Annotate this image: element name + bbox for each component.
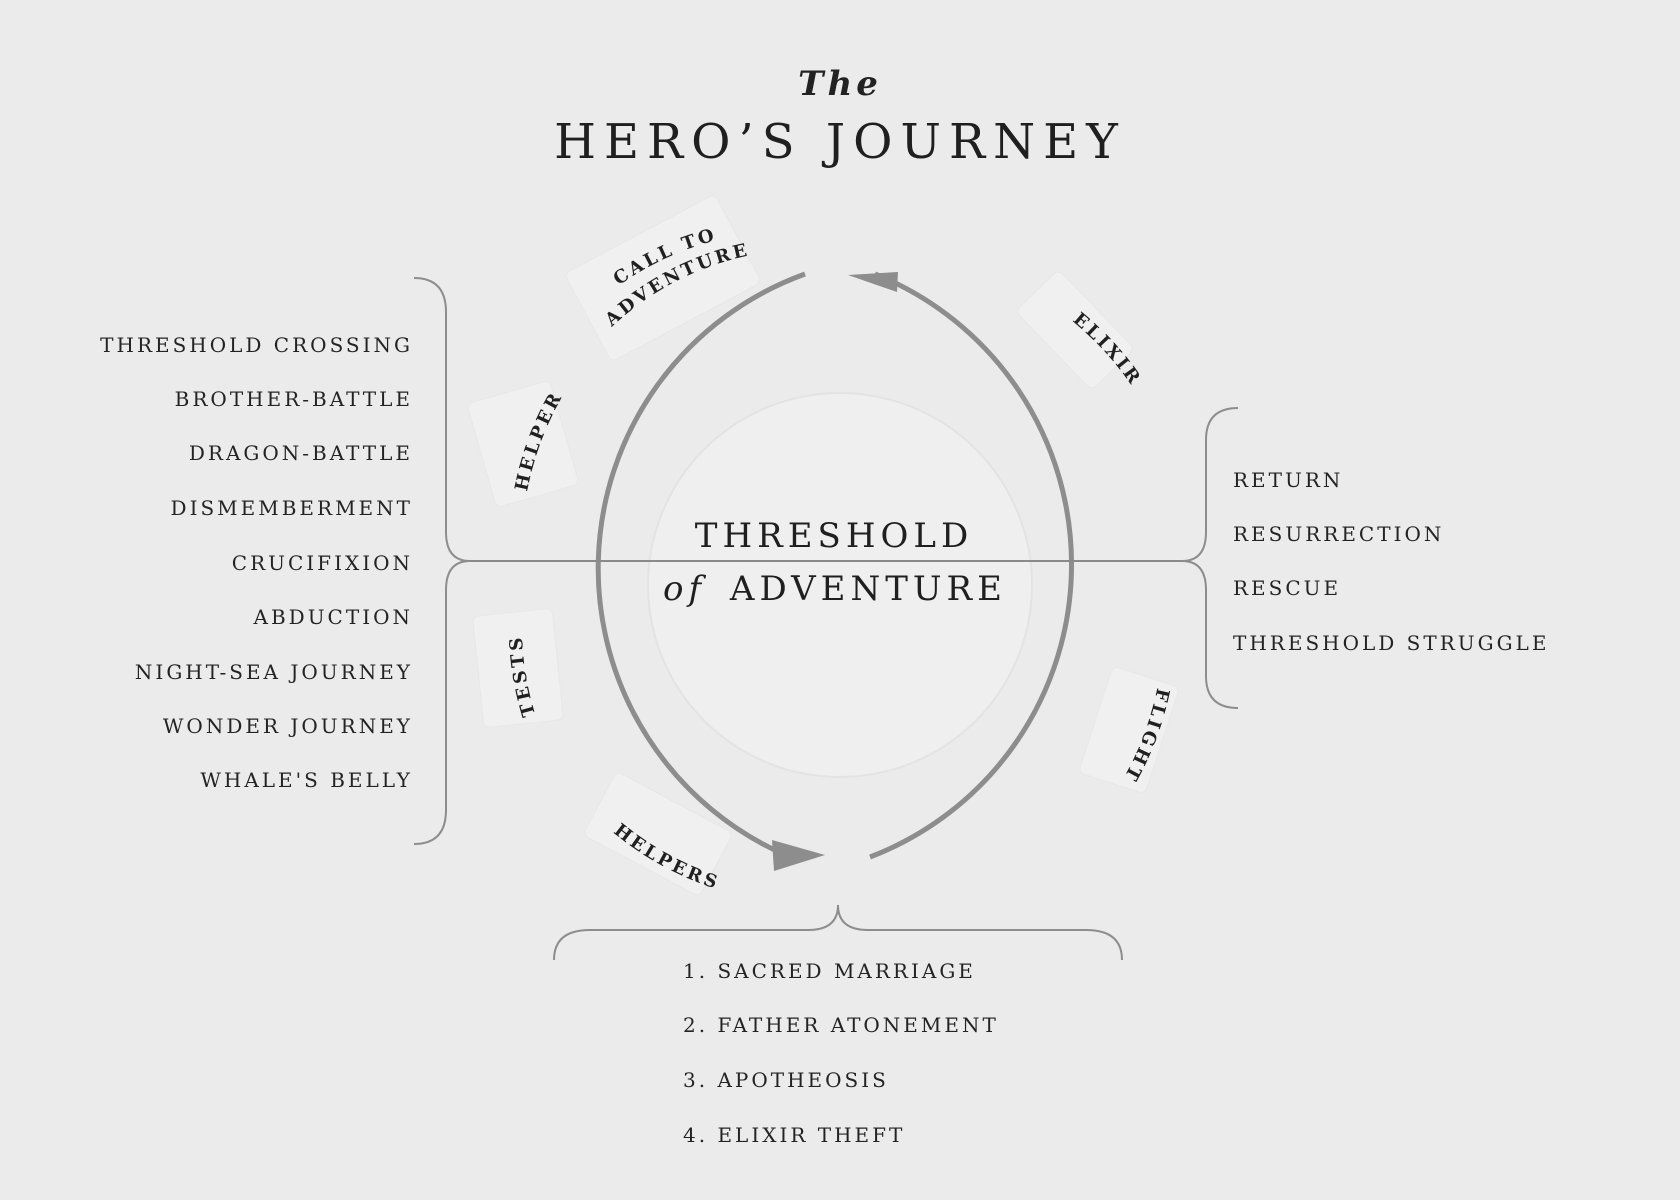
title-group: The HERO’S JOURNEY bbox=[554, 64, 1126, 170]
right-item-0: RETURN bbox=[1233, 468, 1343, 492]
left-item-3: DISMEMBERMENT bbox=[171, 496, 413, 520]
right-item-3: THRESHOLD STRUGGLE bbox=[1233, 631, 1549, 655]
threshold-inner-circle bbox=[647, 392, 1033, 778]
right-item-1: RESURRECTION bbox=[1233, 522, 1444, 546]
arrow-top-right bbox=[848, 272, 898, 292]
bottom-item-0: 1. SACRED MARRIAGE bbox=[683, 959, 976, 983]
left-item-8: WHALE'S BELLY bbox=[200, 768, 413, 792]
journey-circle-right-arc bbox=[869, 271, 1074, 860]
bottom-item-3: 4. ELIXIR THEFT bbox=[683, 1123, 905, 1147]
left-item-6: NIGHT-SEA JOURNEY bbox=[135, 660, 413, 684]
center-threshold: THRESHOLD bbox=[695, 516, 973, 556]
left-list-group: THRESHOLD CROSSING BROTHER-BATTLE DRAGON… bbox=[100, 277, 471, 845]
tests-label-bg bbox=[472, 608, 564, 728]
title-heros-journey: HERO’S JOURNEY bbox=[554, 114, 1126, 170]
flight-label-bg bbox=[1079, 666, 1179, 794]
bottom-item-1: 2. FATHER ATONEMENT bbox=[683, 1013, 999, 1037]
bottom-brace bbox=[553, 904, 1123, 961]
bottom-item-2: 3. APOTHEOSIS bbox=[683, 1068, 889, 1092]
left-item-2: DRAGON-BATTLE bbox=[189, 441, 413, 465]
arrow-bottom-left bbox=[772, 840, 825, 871]
journey-circle-group: THRESHOLD of ADVENTURE bbox=[465, 271, 1185, 871]
bottom-list-group: 1. SACRED MARRIAGE 2. FATHER ATONEMENT 3… bbox=[553, 904, 1123, 1147]
right-item-2: RESCUE bbox=[1233, 576, 1341, 600]
helper-label-bg bbox=[467, 381, 579, 507]
call-to-adventure-label-bg bbox=[566, 195, 760, 361]
center-of: of bbox=[663, 569, 706, 609]
elixir-label-bg bbox=[1017, 271, 1133, 389]
left-item-0: THRESHOLD CROSSING bbox=[100, 333, 413, 357]
right-brace bbox=[1181, 407, 1239, 709]
center-of-adventure: of ADVENTURE bbox=[663, 569, 1007, 609]
helpers-label-bg bbox=[584, 772, 732, 896]
center-adventure: ADVENTURE bbox=[729, 569, 1007, 609]
title-the: The bbox=[798, 64, 882, 104]
left-item-5: ABDUCTION bbox=[253, 605, 413, 629]
right-list-group: RETURN RESURRECTION RESCUE THRESHOLD STR… bbox=[1181, 407, 1549, 709]
left-item-7: WONDER JOURNEY bbox=[163, 714, 413, 738]
left-item-4: CRUCIFIXION bbox=[232, 551, 413, 575]
left-brace bbox=[413, 277, 471, 845]
left-item-1: BROTHER-BATTLE bbox=[175, 387, 413, 411]
